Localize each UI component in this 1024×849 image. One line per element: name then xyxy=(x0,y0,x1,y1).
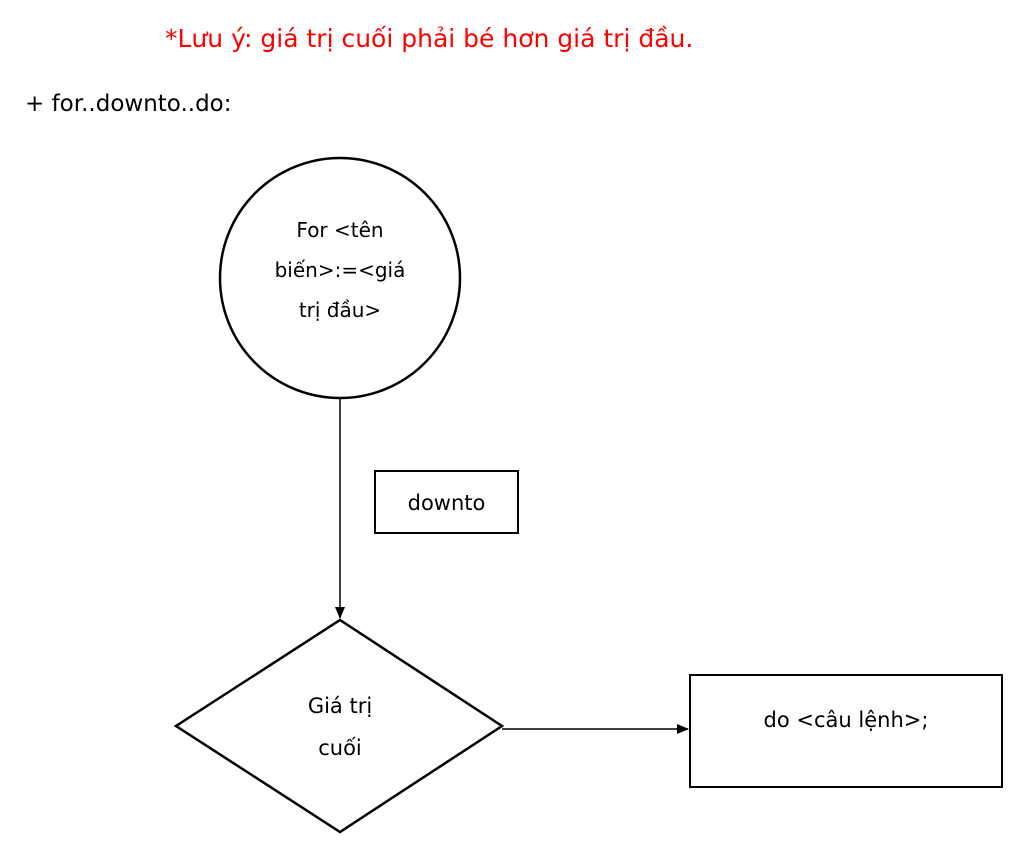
note-text: *Lưu ý: giá trị cuối phải bé hơn giá trị… xyxy=(165,24,694,53)
condition-node-line-2: cuối xyxy=(318,736,362,760)
condition-node-diamond xyxy=(173,618,505,834)
condition-node-label: Giá trị cuối xyxy=(240,685,440,769)
condition-node-line-1: Giá trị xyxy=(307,694,373,718)
start-node-line-2: biến>:=<giá xyxy=(274,258,406,282)
start-node-line-1: For <tên xyxy=(296,218,384,242)
start-node-line-3: trị đầu> xyxy=(298,298,382,322)
action-node-box xyxy=(689,674,1003,788)
section-heading: + for..downto..do: xyxy=(25,91,232,117)
step-label-box xyxy=(374,470,519,534)
start-node-label: For <tên biến>:=<giá trị đầu> xyxy=(240,210,440,330)
step-label-text: downto xyxy=(407,491,486,515)
action-node-label: do <câu lệnh>; xyxy=(763,708,929,732)
